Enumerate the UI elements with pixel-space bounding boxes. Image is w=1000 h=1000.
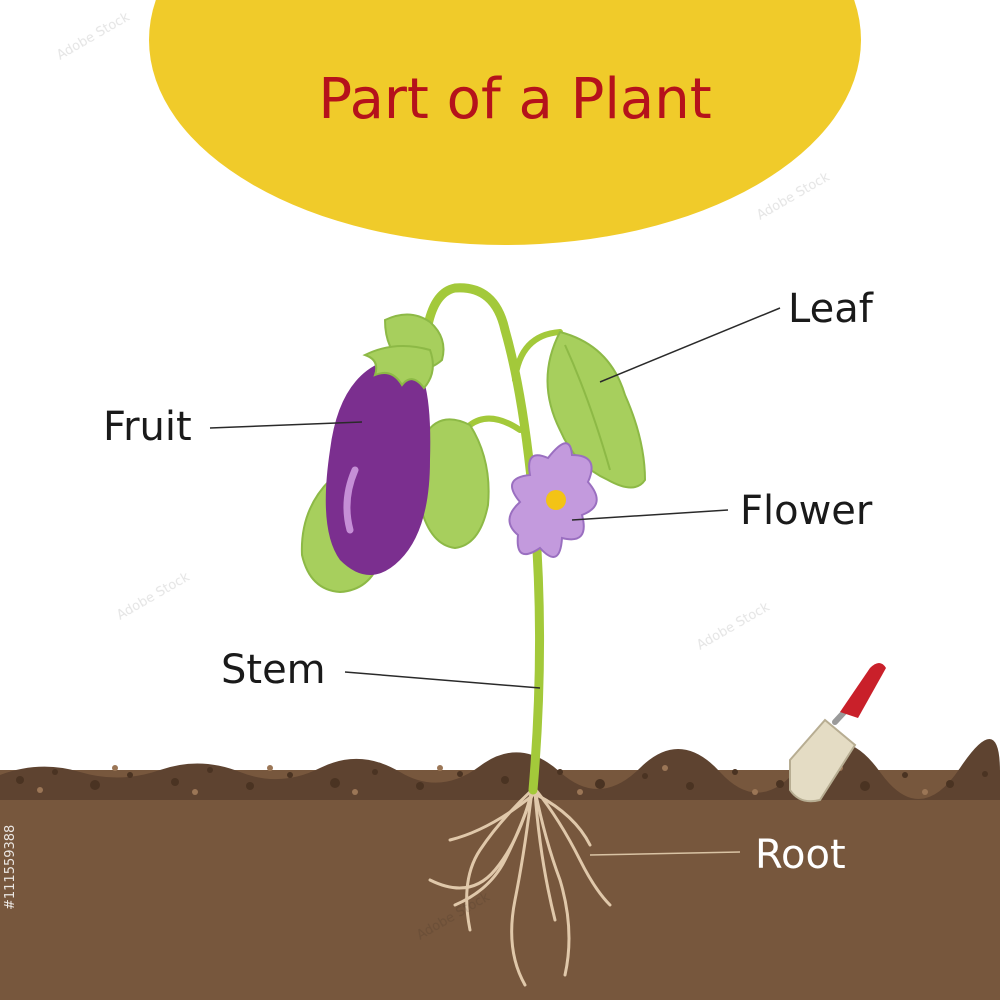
label-leaf: Leaf xyxy=(788,286,874,332)
pointer-root xyxy=(589,851,741,856)
plant-fruit xyxy=(325,345,434,575)
label-stem: Stem xyxy=(221,647,326,693)
pointer-leaf xyxy=(599,307,781,383)
plant-stem xyxy=(423,283,563,795)
plant-roots xyxy=(428,788,612,987)
page-title: Part of a Plant xyxy=(318,67,711,132)
soil xyxy=(0,738,1000,1000)
plant-flower xyxy=(508,442,598,558)
watermark-brand: Adobe Stock xyxy=(695,600,773,654)
pointer-fruit xyxy=(209,421,363,429)
pointer-stem xyxy=(344,671,541,689)
watermark-brand: Adobe Stock xyxy=(55,10,133,64)
pointer-lines xyxy=(209,307,781,856)
trowel-icon xyxy=(789,663,886,803)
title-circle xyxy=(149,0,861,245)
label-root: Root xyxy=(755,832,846,878)
pointer-flower xyxy=(571,509,729,521)
label-fruit: Fruit xyxy=(103,404,192,450)
watermark-id: #111559388 xyxy=(3,825,18,910)
label-flower: Flower xyxy=(740,488,873,534)
watermark-brand: Adobe Stock xyxy=(115,570,193,624)
